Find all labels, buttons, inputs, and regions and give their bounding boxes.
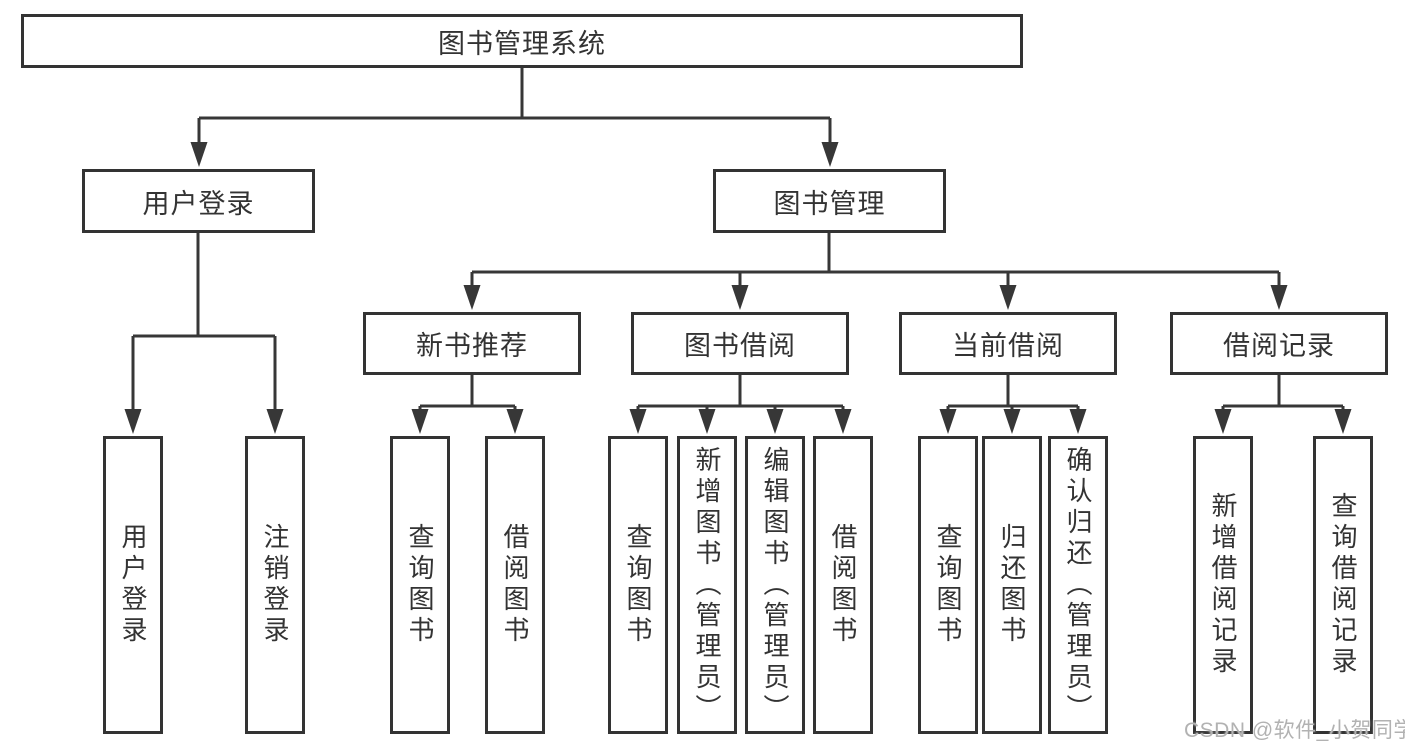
- leaf-borrow-books: 借阅图书: [813, 436, 873, 734]
- node-label: 用户登录: [142, 188, 255, 219]
- node-label: 查询借阅记录: [1328, 492, 1358, 678]
- arrowhead-query-books-1: [411, 409, 429, 434]
- leaf-query-books-recommend: 查询图书: [390, 436, 450, 734]
- node-book-borrow: 图书借阅: [631, 312, 849, 375]
- arrowhead-query-books-3: [939, 409, 957, 434]
- leaf-edit-book-admin: 编辑图书（管理员）: [745, 436, 805, 734]
- arrowhead-leaf-logout: [266, 409, 284, 434]
- node-label: 当前借阅: [952, 331, 1064, 361]
- node-label: 新增借阅记录: [1208, 492, 1238, 678]
- node-label: 查询图书: [933, 523, 963, 647]
- node-label: 查询图书: [405, 523, 435, 647]
- arrowhead-edit-book: [766, 409, 784, 434]
- leaf-query-books-borrow: 查询图书: [608, 436, 668, 734]
- node-label: 查询图书: [623, 523, 653, 647]
- leaf-user-login: 用户登录: [103, 436, 163, 734]
- node-label: 图书管理系统: [438, 28, 606, 59]
- arrowhead-borrow-records: [1270, 285, 1288, 310]
- csdn-watermark: CSDN @软件_小贺同学: [1184, 719, 1405, 742]
- junction-book-borrow: [629, 375, 852, 434]
- node-label: 新增图书（管理员）: [692, 445, 722, 725]
- leaf-add-book-admin: 新增图书（管理员）: [677, 436, 737, 734]
- arrowhead-book-borrow: [731, 285, 749, 310]
- junction-borrow-records: [1214, 375, 1352, 434]
- arrowhead-query-books-2: [629, 409, 647, 434]
- node-user-login: 用户登录: [82, 169, 315, 233]
- arrowhead-current-borrow: [999, 285, 1017, 310]
- arrowhead-borrow-books-1: [506, 409, 524, 434]
- junction-current-borrow: [939, 375, 1087, 434]
- junction-book-management: [463, 233, 1288, 310]
- arrowhead-leaf-user-login: [124, 409, 142, 434]
- leaf-query-books-current: 查询图书: [918, 436, 978, 734]
- arrowhead-add-book: [698, 409, 716, 434]
- junction-user-login: [124, 233, 284, 434]
- node-current-borrow: 当前借阅: [899, 312, 1117, 375]
- node-new-book-recommend: 新书推荐: [363, 312, 581, 375]
- arrowhead-borrow-books-2: [834, 409, 852, 434]
- junction-root: [190, 68, 839, 167]
- arrowhead-add-record: [1214, 409, 1232, 434]
- leaf-return-book: 归还图书: [982, 436, 1042, 734]
- node-label: 编辑图书（管理员）: [760, 445, 790, 725]
- arrowhead-query-record: [1334, 409, 1352, 434]
- node-label: 借阅图书: [500, 523, 530, 647]
- node-label: 借阅图书: [828, 523, 858, 647]
- leaf-borrow-books-recommend: 借阅图书: [485, 436, 545, 734]
- leaf-confirm-return-admin: 确认归还（管理员）: [1048, 436, 1108, 734]
- node-label: 图书借阅: [684, 331, 796, 361]
- leaf-query-borrow-record: 查询借阅记录: [1313, 436, 1373, 734]
- arrowhead-return-book: [1003, 409, 1021, 434]
- node-book-management: 图书管理: [713, 169, 946, 233]
- arrowhead-book-management: [821, 142, 839, 167]
- node-label: 用户登录: [118, 523, 148, 647]
- node-label: 确认归还（管理员）: [1063, 445, 1093, 725]
- junction-new-book: [411, 375, 524, 434]
- node-label: 注销登录: [260, 523, 290, 647]
- node-label: 图书管理: [773, 188, 886, 219]
- node-borrow-records: 借阅记录: [1170, 312, 1388, 375]
- arrowhead-user-login: [190, 142, 208, 167]
- leaf-add-borrow-record: 新增借阅记录: [1193, 436, 1253, 734]
- leaf-logout: 注销登录: [245, 436, 305, 734]
- node-label: 归还图书: [997, 523, 1027, 647]
- node-root: 图书管理系统: [21, 14, 1023, 68]
- arrowhead-new-book: [463, 285, 481, 310]
- arrowhead-confirm-return: [1069, 409, 1087, 434]
- node-label: 借阅记录: [1223, 331, 1335, 361]
- node-label: 新书推荐: [416, 331, 528, 361]
